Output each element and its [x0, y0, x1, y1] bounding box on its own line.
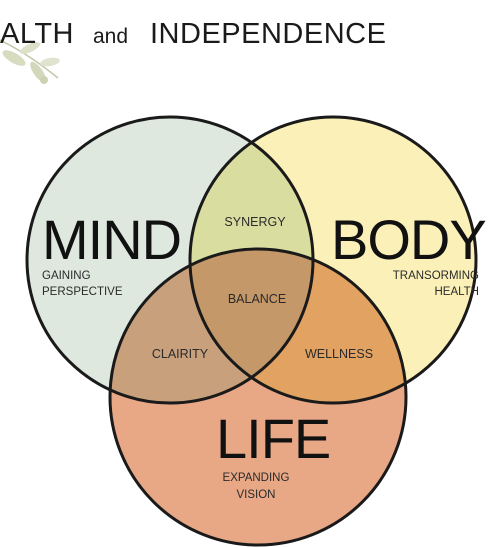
mind-sub-line2: PERSPECTIVE [42, 286, 123, 298]
page-title: ALTH and INDEPENDENCE [0, 18, 386, 50]
circle-outlines [25, 115, 478, 547]
mind-label: MIND [42, 208, 181, 271]
balance-label: BALANCE [228, 292, 286, 306]
mind-sub-line1: GAINING [42, 270, 91, 282]
body-sub-line2: HEALTH [434, 286, 479, 298]
life-sub-line2: VISION [237, 489, 276, 501]
life-sub-line1: EXPANDING [223, 472, 290, 484]
title-connector: and [93, 25, 128, 48]
body-sub-line1: TRANSORMING [393, 270, 479, 282]
olive-branch-icon [0, 39, 60, 84]
life-label: LIFE [216, 407, 330, 470]
synergy-label: SYNERGY [224, 215, 286, 229]
body-label: BODY [331, 208, 486, 271]
title-part2: INDEPENDENCE [150, 18, 386, 50]
wellness-label: WELLNESS [305, 347, 373, 361]
title-part1: ALTH [0, 18, 74, 50]
clairity-label: CLAIRITY [152, 347, 209, 361]
